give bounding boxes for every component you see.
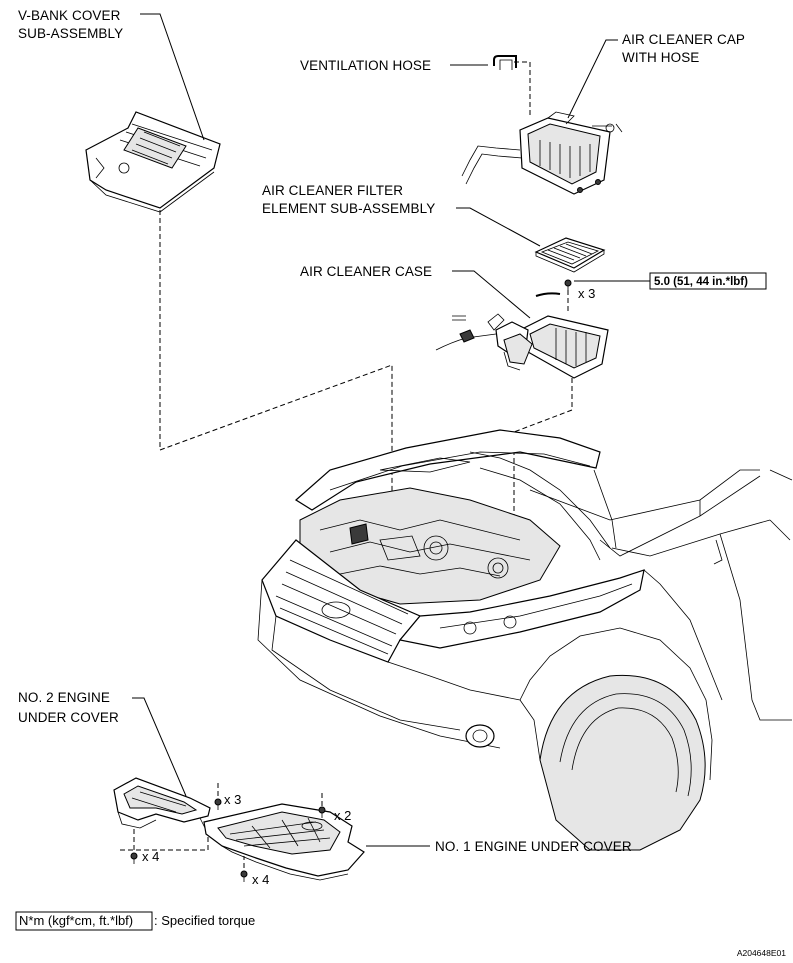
no2-under-cover-label-line2: UNDER COVER [18,710,119,725]
legend-unit: N*m (kgf*cm, ft.*lbf) [19,913,133,928]
no2-under-cover-leader [132,697,187,797]
air-cleaner-cap-drawing [461,111,623,195]
no2-under-cover-bottom-bolt-icon [130,852,138,864]
no1-under-cover-bottom-bolt-quantity: x 4 [252,872,269,887]
no2-under-cover-bottom-bolt-quantity: x 4 [142,849,159,864]
legend-unit-box [15,911,153,931]
no2-under-cover-label-line1: NO. 2 ENGINE [18,690,110,705]
figure-code: A204648E01 [737,948,786,958]
air-cleaner-case-drawing [435,292,609,379]
air-cleaner-case-leader [452,270,531,319]
torque-value: 5.0 (51, 44 in.*lbf) [654,276,748,288]
air-cleaner-case-bolt-icon [564,279,572,290]
no1-under-cover-top-bolt-quantity: x 2 [334,808,351,823]
air-cleaner-cap-label-line1: AIR CLEANER CAP [622,32,745,47]
v-bank-cover-drawing [85,111,221,213]
no1-under-cover-drawing [203,803,365,881]
no1-under-cover-label: NO. 1 ENGINE UNDER COVER [435,839,632,854]
vehicle-front-drawing [257,429,793,851]
air-cleaner-case-bolt-quantity: x 3 [578,286,595,301]
no2-under-cover-top-bolt-quantity: x 3 [224,792,241,807]
v-bank-cover-label-line1: V-BANK COVER [18,8,121,23]
air-cleaner-filter-drawing [534,237,606,273]
v-bank-cover-leader [140,13,205,141]
legend-text: : Specified torque [154,913,255,928]
no2-under-cover-bottom-bolt-path [120,826,209,851]
air-cleaner-cap-leader [567,39,618,119]
ventilation-hose-install-path [514,61,531,118]
ventilation-hose-label: VENTILATION HOSE [300,58,431,73]
air-cleaner-filter-label-line1: AIR CLEANER FILTER [262,183,403,198]
ventilation-hose-drawing [493,55,517,70]
no2-under-cover-drawing [113,777,211,835]
air-cleaner-case-label: AIR CLEANER CASE [300,264,432,279]
no2-under-cover-top-bolt-icon [214,798,222,810]
v-bank-cover-label-line2: SUB-ASSEMBLY [18,26,123,41]
air-cleaner-case-install-path [513,378,573,560]
no1-under-cover-bottom-bolt-icon [240,870,248,882]
v-bank-cover-install-path [159,210,393,540]
air-cleaner-cap-label-line2: WITH HOSE [622,50,699,65]
no1-under-cover-top-bolt-icon [318,806,326,818]
air-cleaner-filter-label-line2: ELEMENT SUB-ASSEMBLY [262,201,435,216]
air-cleaner-filter-leader [456,207,541,247]
